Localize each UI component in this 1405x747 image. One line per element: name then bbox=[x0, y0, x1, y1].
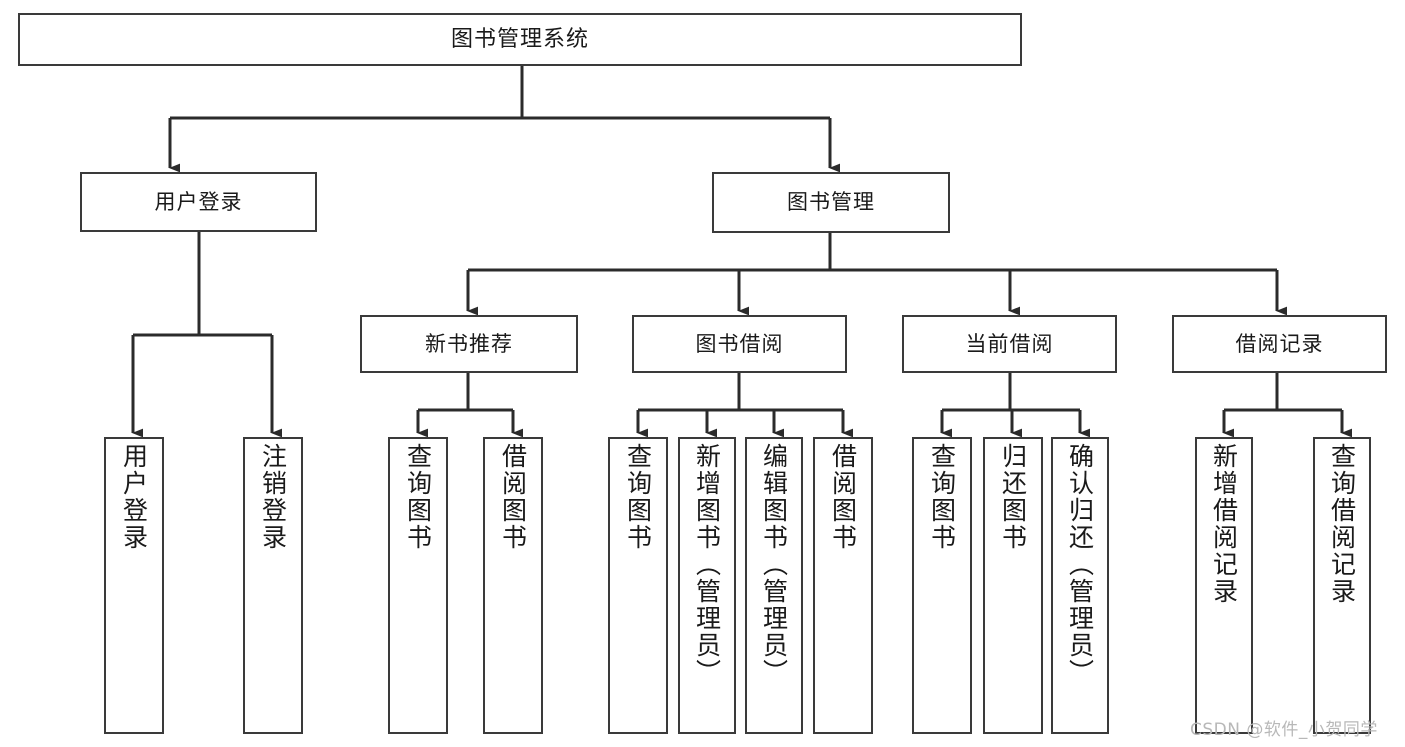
node-label: 归还图书 bbox=[998, 443, 1028, 551]
leaf-borrow-record-query-record[interactable]: 查询借阅记录 bbox=[1313, 437, 1371, 734]
node-book-management[interactable]: 图书管理 bbox=[712, 172, 950, 233]
node-label: 当前借阅 bbox=[965, 331, 1054, 356]
leaf-current-borrow-return-book[interactable]: 归还图书 bbox=[983, 437, 1043, 734]
node-label: 图书借阅 bbox=[695, 331, 784, 356]
node-label: 用户登录 bbox=[119, 443, 149, 551]
leaf-current-borrow-confirm-return-admin[interactable]: 确认归还（管理员） bbox=[1051, 437, 1109, 734]
node-root-book-management-system[interactable]: 图书管理系统 bbox=[18, 13, 1022, 66]
leaf-user-login-logout[interactable]: 注销登录 bbox=[243, 437, 303, 734]
node-label: 查询借阅记录 bbox=[1327, 443, 1357, 605]
leaf-book-borrow-add-book-admin[interactable]: 新增图书（管理员） bbox=[678, 437, 736, 734]
node-label: 用户登录 bbox=[154, 189, 243, 214]
node-label: 借阅图书 bbox=[498, 443, 528, 551]
csdn-watermark: CSDN @软件_小贺同学 bbox=[1190, 720, 1378, 740]
node-label: 图书管理 bbox=[787, 190, 875, 215]
node-label: 确认归还（管理员） bbox=[1065, 443, 1095, 686]
leaf-borrow-record-add-record[interactable]: 新增借阅记录 bbox=[1195, 437, 1253, 734]
node-borrow-record[interactable]: 借阅记录 bbox=[1172, 315, 1387, 373]
node-new-book-recommend[interactable]: 新书推荐 bbox=[360, 315, 578, 373]
node-label: 查询图书 bbox=[403, 443, 433, 551]
node-label: 图书管理系统 bbox=[450, 26, 589, 52]
node-label: 借阅记录 bbox=[1235, 331, 1324, 356]
leaf-new-book-borrow-book[interactable]: 借阅图书 bbox=[483, 437, 543, 734]
leaf-book-borrow-borrow-book[interactable]: 借阅图书 bbox=[813, 437, 873, 734]
node-label: 注销登录 bbox=[258, 443, 288, 551]
node-label: 借阅图书 bbox=[828, 443, 858, 551]
node-label: 查询图书 bbox=[927, 443, 957, 551]
node-label: 新增借阅记录 bbox=[1209, 443, 1239, 605]
node-label: 新书推荐 bbox=[425, 331, 513, 356]
node-label: 新增图书（管理员） bbox=[692, 443, 722, 686]
node-label: 编辑图书（管理员） bbox=[759, 443, 789, 686]
leaf-book-borrow-query-book[interactable]: 查询图书 bbox=[608, 437, 668, 734]
node-book-borrow[interactable]: 图书借阅 bbox=[632, 315, 847, 373]
node-user-login[interactable]: 用户登录 bbox=[80, 172, 317, 232]
leaf-new-book-query-book[interactable]: 查询图书 bbox=[388, 437, 448, 734]
node-current-borrow[interactable]: 当前借阅 bbox=[902, 315, 1117, 373]
leaf-current-borrow-query-book[interactable]: 查询图书 bbox=[912, 437, 972, 734]
leaf-user-login-login[interactable]: 用户登录 bbox=[104, 437, 164, 734]
node-label: 查询图书 bbox=[623, 443, 653, 551]
leaf-book-borrow-edit-book-admin[interactable]: 编辑图书（管理员） bbox=[745, 437, 803, 734]
